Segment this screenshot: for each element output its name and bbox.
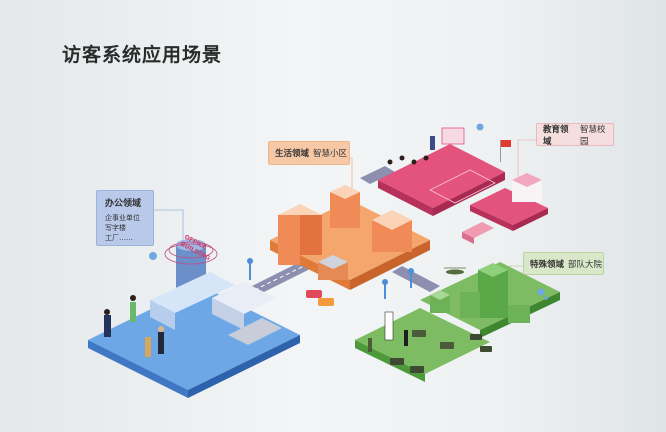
education-label: 教育领域 (543, 124, 569, 147)
education-scene (378, 127, 548, 244)
page-title: 访客系统应用场景 (62, 44, 223, 66)
community-label: 生活领域 (275, 149, 310, 159)
callout-office: 办公领域 企事业单位 写字楼 工厂…… (96, 190, 154, 246)
office-label: 办公领域 (105, 199, 142, 209)
military-sub: 部队大院 (568, 259, 603, 270)
office-item-1: 企事业单位 (105, 214, 140, 222)
callout-education: 教育领域 智慧校园 (536, 123, 614, 147)
decorative-drops (149, 123, 548, 300)
community-scene (247, 185, 430, 306)
military-label: 特殊领域 (530, 259, 565, 270)
office-item-3: 工厂…… (105, 234, 133, 242)
callout-military: 特殊领域 部队大院 (523, 252, 604, 275)
office-scene: OFFICE BUILDING (88, 234, 300, 398)
military-scene (355, 262, 560, 382)
education-sub: 智慧校园 (580, 124, 606, 147)
office-item-2: 写字楼 (105, 224, 126, 232)
community-sub: 智慧小区 (313, 149, 348, 159)
callout-community: 生活领域 智慧小区 (268, 141, 350, 165)
